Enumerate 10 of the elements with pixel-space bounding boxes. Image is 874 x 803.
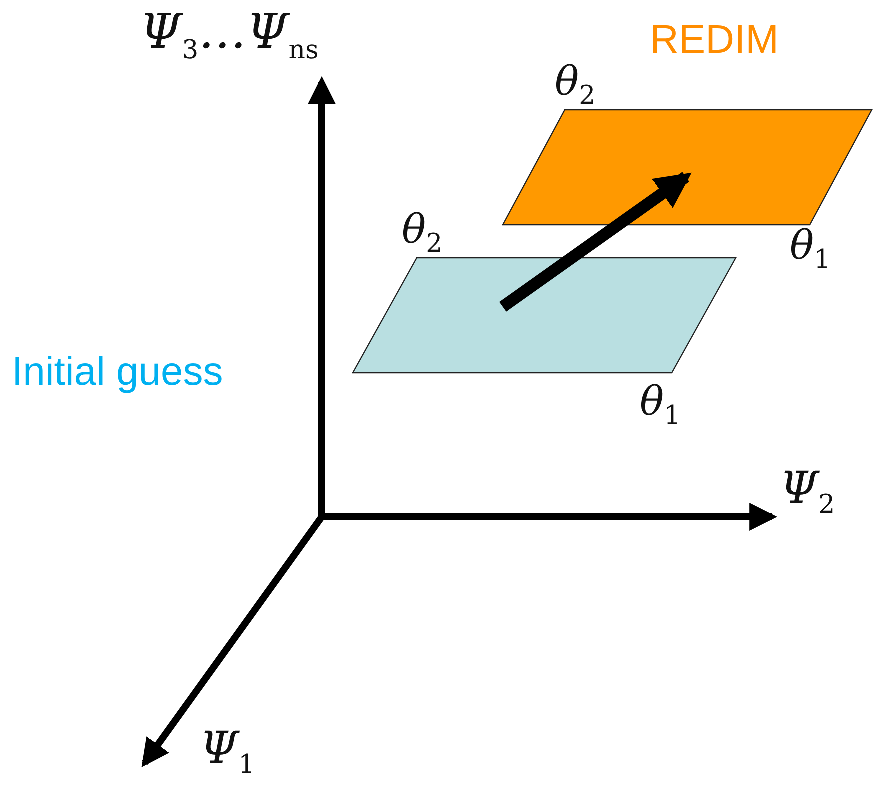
parameter-label: θ$_{2}$	[555, 62, 596, 109]
parameter-label: θ$_{1}$	[640, 382, 681, 429]
axis-label: Ψ$_{1}$	[200, 727, 256, 778]
parameter-label: θ$_{1}$	[790, 226, 831, 273]
plane-label: Initial guess	[12, 352, 224, 392]
plane-label: REDIM	[650, 20, 779, 60]
arrow	[500, 172, 692, 312]
parameter-label: θ$_{2}$	[402, 210, 443, 257]
axis-label: Ψ$_{2}$	[780, 467, 836, 518]
axis-label: Ψ$_{3}$…Ψ$_{ns}$	[140, 8, 319, 64]
